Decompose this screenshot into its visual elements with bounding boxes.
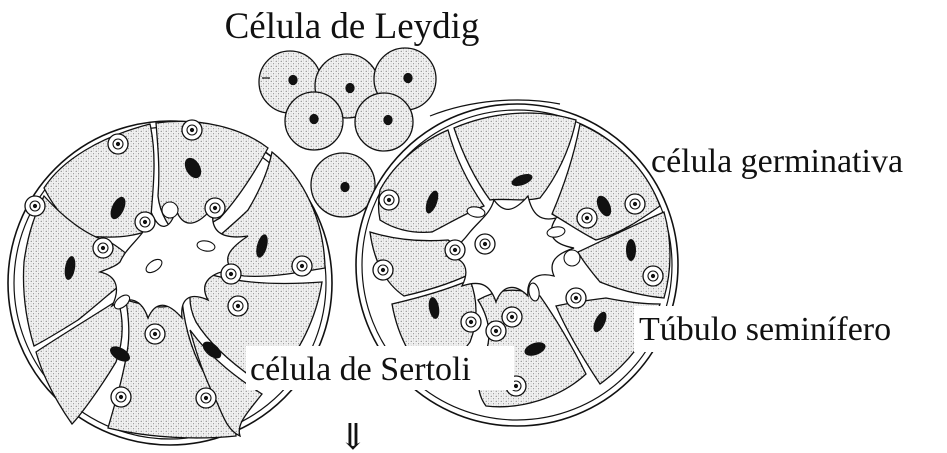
germ-cell — [577, 208, 597, 228]
germ-cell — [93, 238, 113, 258]
germ-cell — [182, 120, 202, 140]
germ-cell — [196, 388, 216, 408]
germ-cell — [445, 240, 465, 260]
seminiferous-tubule-label: Túbulo seminífero — [639, 311, 891, 348]
leydig-cell — [311, 153, 375, 217]
seminiferous-tubule-left — [8, 120, 332, 445]
germ-cell — [461, 312, 481, 332]
germ-cell — [373, 260, 393, 280]
germ-cell — [379, 190, 399, 210]
down-arrow-icon: ⇓ — [338, 417, 368, 453]
germ-cell — [566, 288, 586, 308]
germ-cell — [145, 324, 165, 344]
germ-cell — [108, 134, 128, 154]
germ-cell — [135, 212, 155, 232]
germ-cell — [228, 296, 248, 316]
sertoli-cell-label: célula de Sertoli — [250, 351, 471, 388]
germ-cell — [25, 196, 45, 216]
germ-cell — [486, 321, 506, 341]
residual-body — [564, 250, 580, 266]
germ-cell — [643, 266, 663, 286]
germ-cell — [502, 307, 522, 327]
leydig-cell — [355, 93, 413, 151]
sertoli-nucleus — [626, 239, 636, 261]
germ-cell — [221, 264, 241, 284]
residual-body — [162, 202, 178, 218]
leydig-cell — [285, 92, 343, 150]
leydig-cell-label: Célula de Leydig — [225, 6, 480, 47]
germ-cell — [205, 198, 225, 218]
germ-cell — [625, 194, 645, 214]
germ-cell — [292, 256, 312, 276]
germ-cell — [475, 234, 495, 254]
germinal-cell-label: célula germinativa — [651, 143, 903, 180]
germ-cell — [111, 387, 131, 407]
